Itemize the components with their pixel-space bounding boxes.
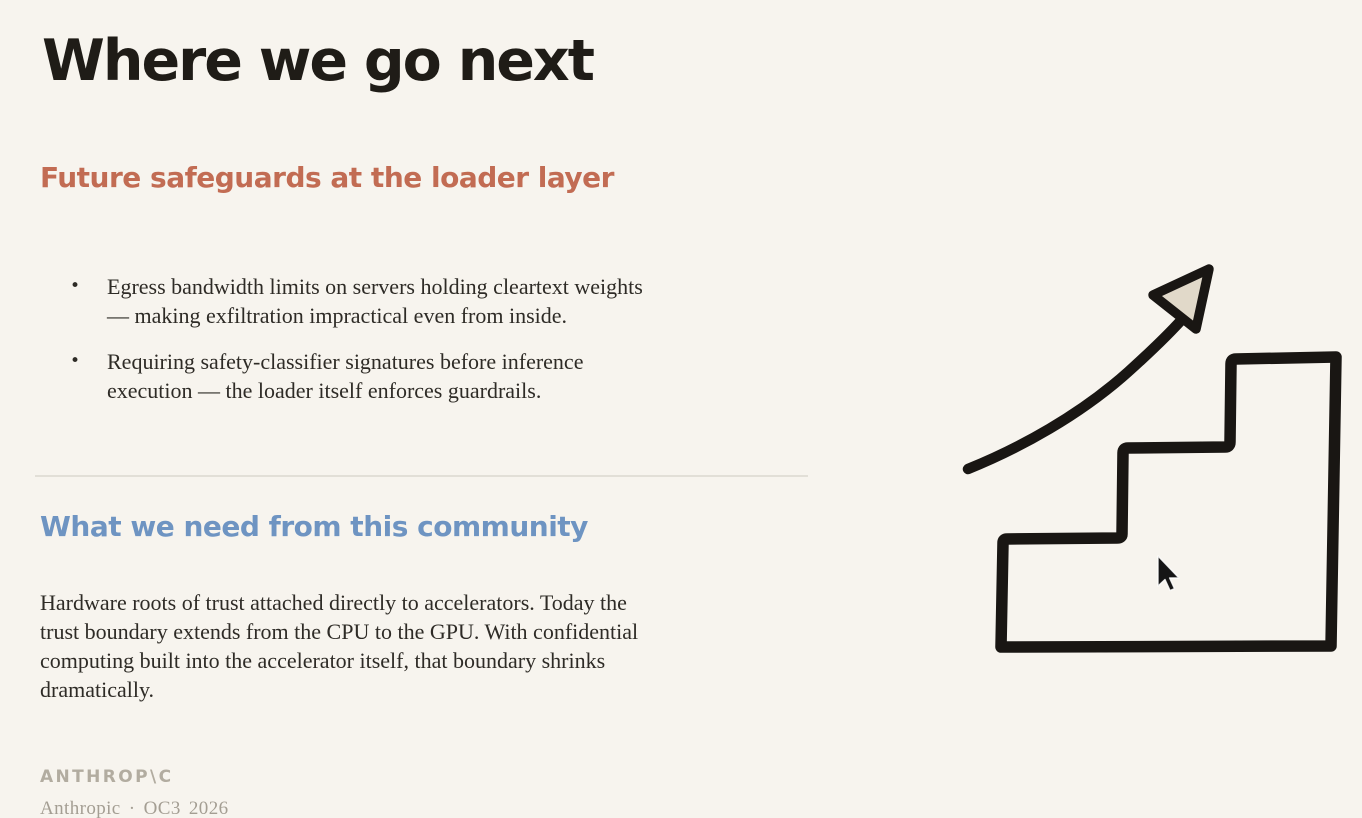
mouse-cursor-icon [1157, 555, 1180, 592]
section-heading-community: What we need from this community [40, 510, 588, 543]
stairs-outline [995, 351, 1342, 653]
body-paragraph: Hardware roots of trust attached directl… [40, 590, 639, 702]
list-item: • Requiring safety-classifier signatures… [70, 347, 800, 405]
footer-meta: Anthropic · OC3 2026 [40, 798, 229, 818]
section-heading-safeguards: Future safeguards at the loader layer [40, 161, 614, 194]
slide-title: Where we go next [42, 28, 595, 94]
list-item: • Egress bandwidth limits on servers hol… [70, 272, 800, 330]
growth-arrow-shaft [962, 309, 1192, 475]
bullet-marker: • [70, 276, 81, 296]
section-divider [35, 475, 808, 477]
bullet-marker: • [70, 351, 81, 371]
growth-stairs-illustration [962, 264, 1342, 653]
bullet-text-egress: Egress bandwidth limits on servers holdi… [107, 274, 643, 328]
bullet-list: • Egress bandwidth limits on servers hol… [70, 272, 800, 405]
bullet-text-signatures: Requiring safety-classifier signatures b… [107, 349, 584, 403]
growth-arrow-head [1148, 264, 1214, 334]
anthropic-logo: ANTHROP\C [40, 767, 174, 787]
